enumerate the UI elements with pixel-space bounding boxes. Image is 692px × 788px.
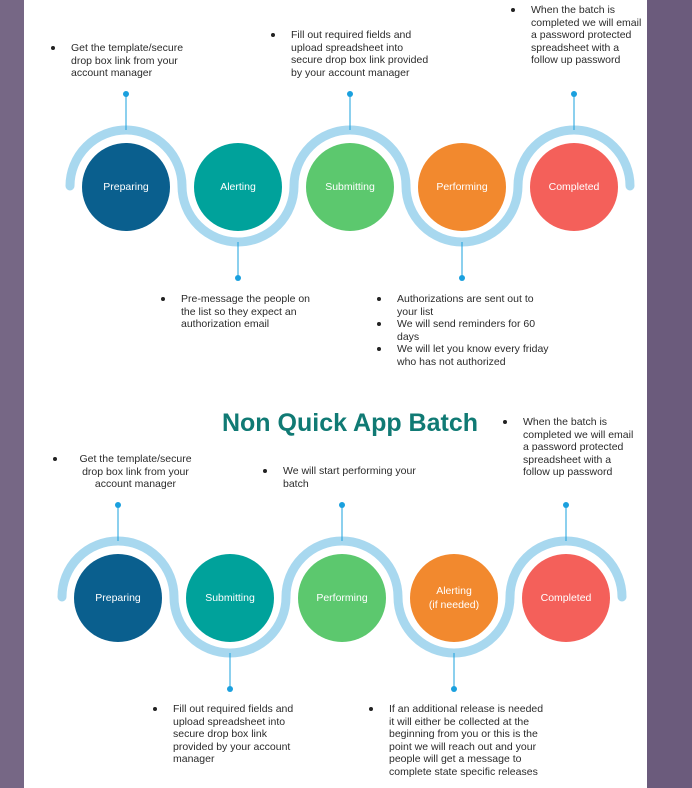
note-bullet: If an additional release is needed it wi… bbox=[368, 703, 548, 778]
note-bullet: Fill out required fields and upload spre… bbox=[152, 703, 302, 766]
note-preparing: Get the template/secure drop box link fr… bbox=[50, 42, 196, 80]
step-label: Preparing bbox=[95, 592, 141, 604]
step-alerting: Alerting bbox=[194, 143, 282, 231]
connector-dots-top bbox=[123, 91, 577, 281]
step-label-qualifier: (if needed) bbox=[429, 599, 479, 611]
note-bullet: Fill out required fields and upload spre… bbox=[270, 29, 430, 79]
note-bullet: When the batch is completed we will emai… bbox=[510, 4, 642, 67]
note-bullet: Pre-message the people on the list so th… bbox=[160, 293, 310, 331]
note-bullet: Get the template/secure drop box link fr… bbox=[50, 42, 196, 80]
step-label: Completed bbox=[541, 592, 592, 604]
step-label: Alerting bbox=[220, 181, 256, 193]
note-performing: We will start performing your batch bbox=[262, 465, 432, 490]
note-alerting: Pre-message the people on the list so th… bbox=[160, 293, 310, 331]
step-preparing: Preparing bbox=[74, 554, 162, 642]
note-bullet: Get the template/secure drop box link fr… bbox=[52, 453, 198, 491]
step-label: Completed bbox=[549, 181, 600, 193]
note-completed: When the batch is completed we will emai… bbox=[502, 416, 636, 479]
window-left-border bbox=[0, 0, 24, 788]
step-performing: Performing bbox=[298, 554, 386, 642]
step-performing: Performing bbox=[418, 143, 506, 231]
note-bullet: We will start performing your batch bbox=[262, 465, 432, 490]
step-submitting: Submitting bbox=[186, 554, 274, 642]
note-completed: When the batch is completed we will emai… bbox=[510, 4, 642, 67]
note-preparing: Get the template/secure drop box link fr… bbox=[52, 453, 198, 491]
note-alerting: If an additional release is needed it wi… bbox=[368, 703, 548, 778]
connector-lines-top bbox=[125, 94, 575, 278]
step-preparing: Preparing bbox=[82, 143, 170, 231]
wave-connector-bottom bbox=[57, 536, 627, 658]
note-submitting: Fill out required fields and upload spre… bbox=[270, 29, 430, 79]
wave-connector-top bbox=[65, 125, 635, 247]
step-label: Performing bbox=[436, 181, 488, 193]
step-alerting: Alerting (if needed) bbox=[410, 554, 498, 642]
step-completed: Completed bbox=[522, 554, 610, 642]
step-label: Submitting bbox=[205, 592, 255, 604]
step-label: Submitting bbox=[325, 181, 375, 193]
note-bullet: We will send reminders for 60 days bbox=[376, 318, 556, 343]
step-label: Alerting bbox=[436, 585, 472, 597]
step-label: Preparing bbox=[103, 181, 149, 193]
note-bullet: When the batch is completed we will emai… bbox=[502, 416, 636, 479]
step-submitting: Submitting bbox=[306, 143, 394, 231]
note-bullet: Authorizations are sent out to your list bbox=[376, 293, 556, 318]
step-label: Performing bbox=[316, 592, 368, 604]
note-submitting: Fill out required fields and upload spre… bbox=[152, 703, 302, 766]
note-performing: Authorizations are sent out to your list… bbox=[376, 293, 556, 368]
connector-lines-bottom bbox=[117, 505, 567, 689]
note-bullet: We will let you know every friday who ha… bbox=[376, 343, 556, 368]
connector-dots-bottom bbox=[115, 502, 569, 692]
step-completed: Completed bbox=[530, 143, 618, 231]
section-title: Non Quick App Batch bbox=[221, 409, 479, 437]
window-right-border bbox=[647, 0, 692, 788]
